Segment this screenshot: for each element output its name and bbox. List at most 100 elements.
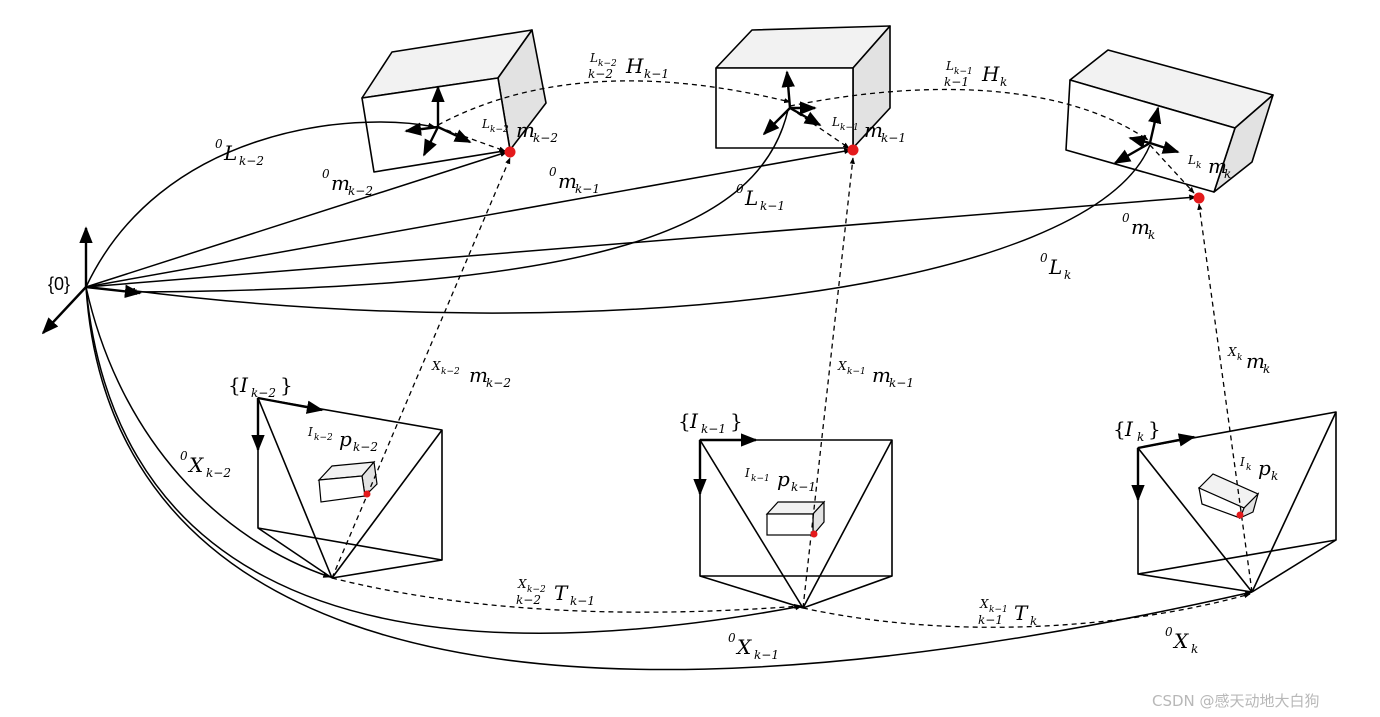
label-pixel-k-1: I k−1 p k−1 [744, 466, 816, 494]
svg-text:X: X [431, 359, 441, 373]
svg-text:X: X [517, 577, 527, 591]
label-image-frame-k: { I k } [1113, 417, 1161, 444]
svg-text:p: p [1258, 456, 1271, 480]
svg-text:k−1: k−1 [751, 474, 770, 484]
svg-text:k: k [1191, 642, 1198, 656]
svg-text:H: H [981, 62, 1000, 86]
svg-text:k−2: k−2 [516, 593, 541, 607]
svg-text:L: L [589, 51, 598, 65]
label-L-k: 0 L k [1040, 251, 1071, 282]
svg-text:k−1: k−1 [989, 605, 1008, 615]
label-L-k-1: 0 L k−1 [736, 182, 785, 213]
svg-text:k: k [1237, 353, 1242, 363]
svg-text:X: X [735, 635, 752, 659]
label-m0-k-1: 0 m k−1 [549, 165, 600, 196]
svg-text:k: k [1148, 228, 1155, 242]
svg-text:I: I [239, 373, 249, 397]
label-pixel-k: I k p k [1239, 455, 1278, 483]
label-Lm-k-2: L k−2 m k−2 [481, 117, 558, 145]
svg-text:0: 0 [215, 137, 223, 151]
watermark: CSDN @感天动地大白狗 [1152, 692, 1320, 710]
label-Xm-k-2: X k−2 m k−2 [431, 359, 511, 390]
svg-text:0: 0 [736, 182, 744, 196]
svg-text:k: k [1263, 362, 1270, 376]
svg-text:k−1: k−1 [847, 367, 866, 377]
label-T-k-1: X k−2 k−2 T k−1 [516, 577, 595, 608]
svg-text:L: L [481, 117, 490, 131]
svg-text:k−2: k−2 [314, 433, 333, 443]
svg-text:m: m [558, 169, 577, 193]
svg-text:X: X [1172, 629, 1189, 653]
svg-text:m: m [1246, 349, 1265, 373]
svg-text:0: 0 [728, 631, 736, 645]
svg-text:k−2: k−2 [239, 154, 264, 168]
svg-text:}: } [1148, 417, 1161, 441]
pose-curves [85, 109, 1253, 671]
svg-text:m: m [331, 171, 350, 195]
svg-text:p: p [777, 467, 790, 491]
svg-text:k: k [1064, 268, 1071, 282]
svg-text:k−1: k−1 [881, 131, 906, 145]
object-box-k [1065, 49, 1274, 193]
svg-text:p: p [339, 427, 352, 451]
svg-text:k−1: k−1 [701, 422, 726, 436]
label-image-frame-k-1: { I k−1 } [678, 409, 743, 436]
image-object-k-1 [765, 500, 826, 537]
landmark-point-k [1193, 192, 1205, 204]
svg-text:{: { [228, 373, 241, 397]
svg-text:m: m [1131, 215, 1150, 239]
svg-text:k−1: k−1 [944, 75, 969, 89]
svg-text:k: k [1196, 161, 1201, 171]
label-L-k-2: 0 L k−2 [215, 137, 264, 168]
svg-text:k−2: k−2 [348, 184, 373, 198]
object-axes-k [1113, 106, 1180, 165]
svg-text:k−2: k−2 [251, 386, 276, 400]
pixel-point-k-1 [810, 530, 818, 538]
object-box-k-2 [361, 29, 547, 173]
label-m0-k-2: 0 m k−2 [322, 167, 373, 198]
label-X-k: 0 X k [1165, 625, 1198, 656]
svg-text:k−1: k−1 [575, 182, 600, 196]
svg-text:X: X [1227, 345, 1237, 359]
landmark-point-k-2 [504, 146, 516, 158]
svg-text:m: m [872, 363, 891, 387]
svg-text:0: 0 [1165, 625, 1173, 639]
svg-text:X: X [187, 453, 204, 477]
svg-text:k: k [1000, 75, 1007, 89]
svg-text:0: 0 [549, 165, 557, 179]
dashed-relations [331, 80, 1253, 628]
origin-label: {0} [48, 274, 70, 294]
svg-text:k−2: k−2 [527, 585, 546, 595]
svg-text:L: L [831, 115, 840, 129]
landmark-point-k-1 [847, 144, 859, 156]
label-pixel-k-2: I k−2 p k−2 [307, 425, 378, 454]
svg-text:k−1: k−1 [754, 648, 779, 662]
svg-text:k−1: k−1 [840, 123, 859, 133]
pixel-point-k [1236, 511, 1244, 519]
camera-frustum-k-2 [251, 396, 443, 579]
svg-text:k: k [1246, 463, 1251, 473]
svg-text:k−1: k−1 [889, 376, 914, 390]
image-object-k [1197, 473, 1260, 520]
svg-text:}: } [280, 373, 293, 397]
pixel-point-k-2 [363, 490, 371, 498]
svg-text:k−2: k−2 [598, 59, 617, 69]
svg-text:0: 0 [322, 167, 330, 181]
svg-text:k−1: k−1 [954, 67, 973, 77]
svg-text:m: m [1208, 154, 1227, 178]
svg-text:k: k [1271, 469, 1278, 483]
label-X-k-1: 0 X k−1 [728, 631, 779, 662]
label-Lm-k-1: L k−1 m k−1 [831, 115, 906, 145]
label-Xm-k: X k m k [1227, 345, 1270, 376]
label-Xm-k-1: X k−1 m k−1 [837, 359, 914, 390]
svg-text:L: L [223, 141, 237, 165]
svg-text:0: 0 [180, 449, 188, 463]
svg-text:k−2: k−2 [486, 376, 511, 390]
svg-text:0: 0 [1122, 211, 1130, 225]
svg-text:H: H [625, 54, 644, 78]
svg-text:k: k [1137, 430, 1144, 444]
camera-frustum-k [1131, 411, 1337, 593]
svg-text:X: X [979, 597, 989, 611]
svg-text:0: 0 [1040, 251, 1048, 265]
svg-text:k: k [1030, 614, 1037, 628]
